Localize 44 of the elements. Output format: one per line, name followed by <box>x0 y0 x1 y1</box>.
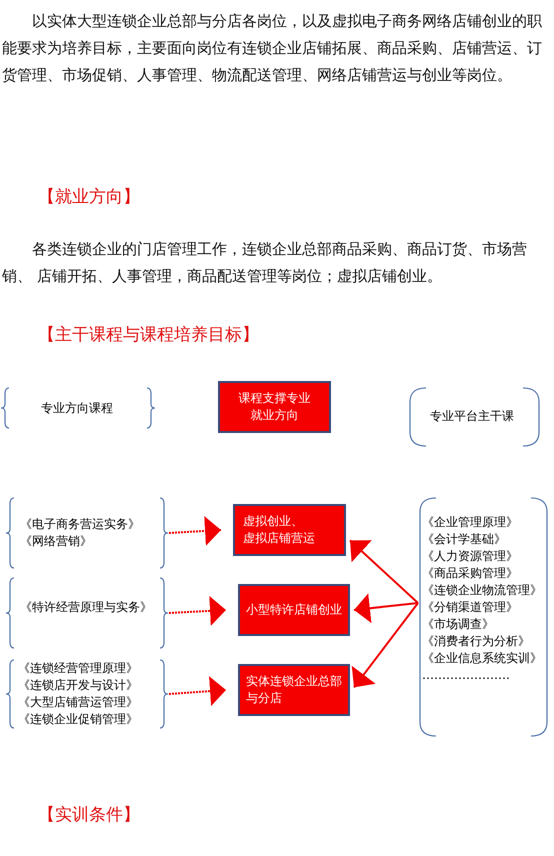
arrow <box>168 596 226 626</box>
arrow <box>168 516 222 546</box>
course-title: 《大型店铺营运管理》 <box>18 694 138 711</box>
course-group <box>408 388 541 446</box>
course-group <box>8 660 166 728</box>
course-title: 《消费者行为分析》 <box>422 633 531 650</box>
goal-box <box>238 664 350 716</box>
course-title: 《连锁店开发与设计》 <box>18 677 138 694</box>
course-title: 《会计学基础》 <box>422 531 507 548</box>
course-group <box>3 388 153 428</box>
arrow <box>354 593 418 624</box>
course-title: 《企业管理原理》 <box>422 514 519 531</box>
course-title: 《特许经营原理与实务》 <box>20 599 152 616</box>
arrow <box>168 676 226 706</box>
goal-box <box>238 584 350 636</box>
goal-text: 虚拟创业、虚拟店铺营运 <box>243 513 316 547</box>
course-title: 《企业信息系统实训》 <box>422 650 542 667</box>
course-title: 《连锁经营管理原理》 <box>18 660 138 677</box>
arrow <box>352 602 419 688</box>
course-title: 专业方向课程 <box>41 400 113 417</box>
course-title: …………………. <box>422 667 511 684</box>
course-title: 《网络营销》 <box>20 533 93 550</box>
section-heading: 【就业方向】 <box>38 186 140 208</box>
course-title: 《连锁企业促销管理》 <box>18 711 138 728</box>
course-title: 《商品采购管理》 <box>422 565 519 582</box>
course-title: 《人力资源管理》 <box>422 548 519 565</box>
course-title: 《连锁企业物流管理》 <box>422 582 542 599</box>
goal-box <box>233 504 346 556</box>
goal-text: 小型特许店铺创业 <box>245 602 343 618</box>
course-group <box>8 498 166 568</box>
goal-text: 实体连锁企业总部与分店 <box>246 673 343 707</box>
goal-box <box>218 381 331 433</box>
goal-text: 课程支撑专业就业方向 <box>238 390 312 424</box>
arrow <box>349 540 419 604</box>
course-title: 《分销渠道管理》 <box>422 599 519 616</box>
course-title: 《市场调查》 <box>422 616 495 633</box>
employment-paragraph: 各类连锁企业的门店管理工作，连锁企业总部商品采购、商品订货、市场营销、 店铺开拓、人事管理，商品配送管理等岗位；虚拟店铺创业。 <box>2 239 528 287</box>
course-title: 专业平台主干课 <box>430 408 514 425</box>
section-heading: 【实训条件】 <box>38 804 140 826</box>
section-heading: 【主干课程与课程培养目标】 <box>38 324 259 346</box>
intro-paragraph: 以实体大型连锁企业总部与分店各岗位，以及虚拟电子商务网络店铺创业的职能要求为培养目标，主要面向岗位有连锁企业店铺拓展、商品采购、店铺营运、订货管理、市场促销、人事管理、物流配送管理、网络店铺营运与创业等岗位。 <box>2 11 543 86</box>
course-group <box>418 498 549 736</box>
course-title: 《电子商务营运实务》 <box>20 516 140 533</box>
course-group <box>8 578 166 648</box>
